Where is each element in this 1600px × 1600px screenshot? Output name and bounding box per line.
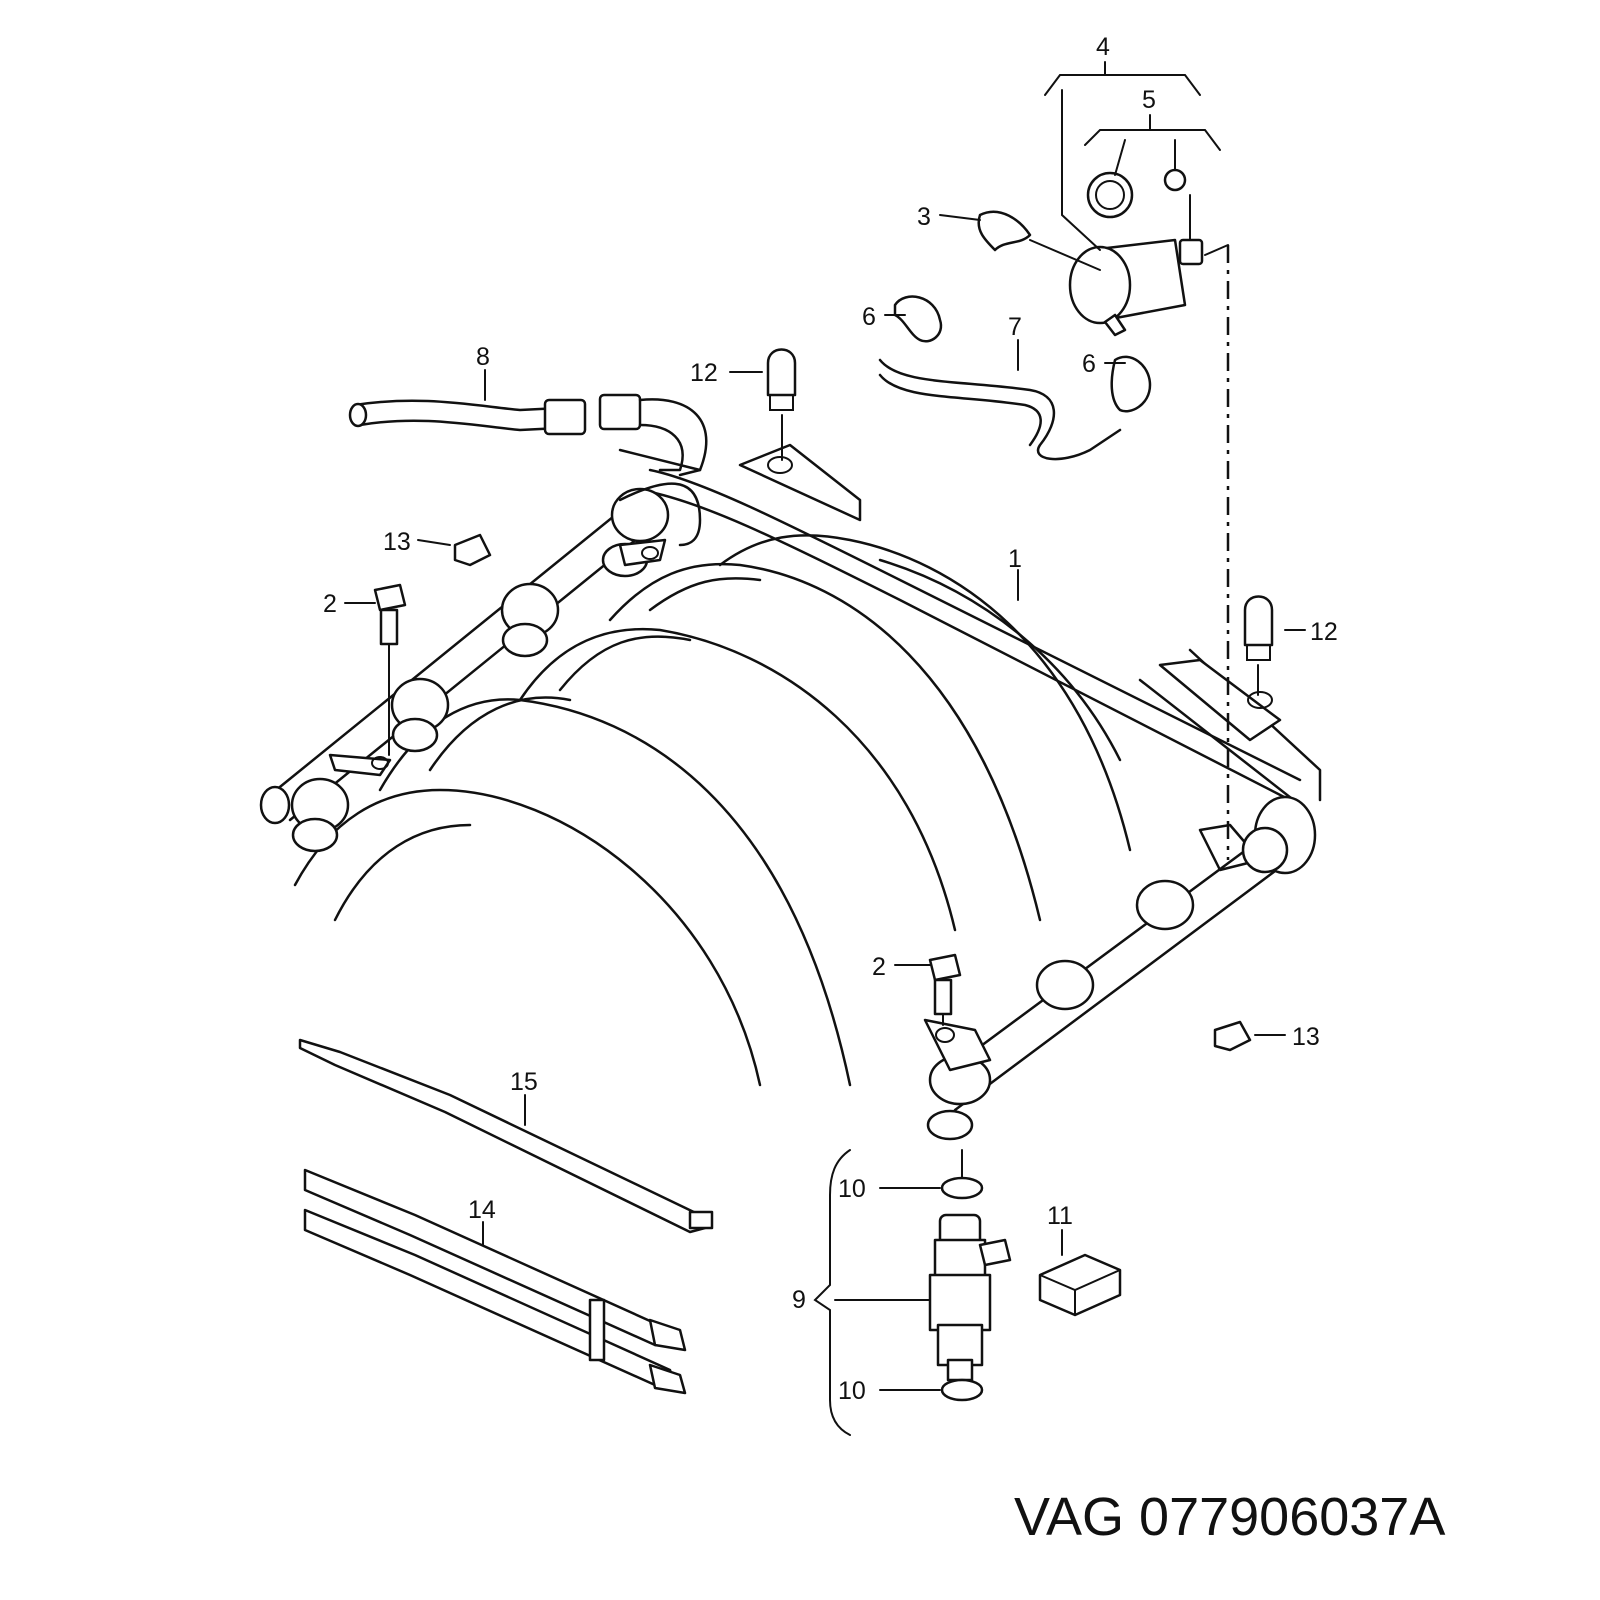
- leader-lines: [344, 61, 1306, 1436]
- callout-2-left: 2: [323, 590, 337, 618]
- callout-1: 1: [1008, 545, 1022, 573]
- cable-tie: [298, 1038, 714, 1234]
- callout-13-left: 13: [383, 528, 411, 556]
- retaining-straps: [303, 1168, 687, 1395]
- seal-upper: [940, 1176, 984, 1200]
- callout-9: 9: [792, 1286, 806, 1314]
- callout-12-right: 12: [1310, 618, 1338, 646]
- bolt-left: [373, 583, 407, 646]
- callout-7: 7: [1008, 313, 1022, 341]
- callout-12-upper: 12: [690, 359, 718, 387]
- bolt-right: [928, 953, 962, 1016]
- clip-left: [453, 533, 492, 567]
- pressure-regulator: [977, 168, 1204, 337]
- fuel-hose: [348, 393, 708, 477]
- assembly-reference-line-end: [1204, 244, 1229, 256]
- callout-10-lower: 10: [838, 1377, 866, 1405]
- fuel-injector: [928, 1213, 1012, 1382]
- callout-13-right: 13: [1292, 1023, 1320, 1051]
- callout-labels: 1 2 2 3 4 5 6 6 7 8 9 10 10 11 12 12 13 …: [323, 33, 1338, 1405]
- clip-right: [1213, 1020, 1252, 1052]
- stud-right: [1243, 595, 1274, 661]
- part-number-caption: VAG 077906037A: [1014, 1487, 1446, 1547]
- callout-11: 11: [1047, 1202, 1073, 1230]
- callout-6-upper: 6: [862, 303, 876, 331]
- callout-8: 8: [476, 343, 490, 371]
- stud-upper: [766, 348, 797, 411]
- fuel-rail-right: [923, 795, 1317, 1141]
- intake-manifold: [293, 443, 1322, 1087]
- callout-6-lower: 6: [1082, 350, 1096, 378]
- bracket-part: [1038, 1253, 1122, 1317]
- callout-10-upper: 10: [838, 1175, 866, 1203]
- callout-15: 15: [510, 1068, 538, 1096]
- vacuum-hose: [878, 295, 1152, 461]
- callout-4: 4: [1096, 33, 1110, 61]
- callout-2-right: 2: [872, 953, 886, 981]
- callout-14: 14: [468, 1196, 496, 1224]
- callout-5: 5: [1142, 86, 1156, 114]
- seal-lower: [940, 1378, 984, 1402]
- callout-3: 3: [917, 203, 931, 231]
- fuel-rail-left: [259, 482, 702, 853]
